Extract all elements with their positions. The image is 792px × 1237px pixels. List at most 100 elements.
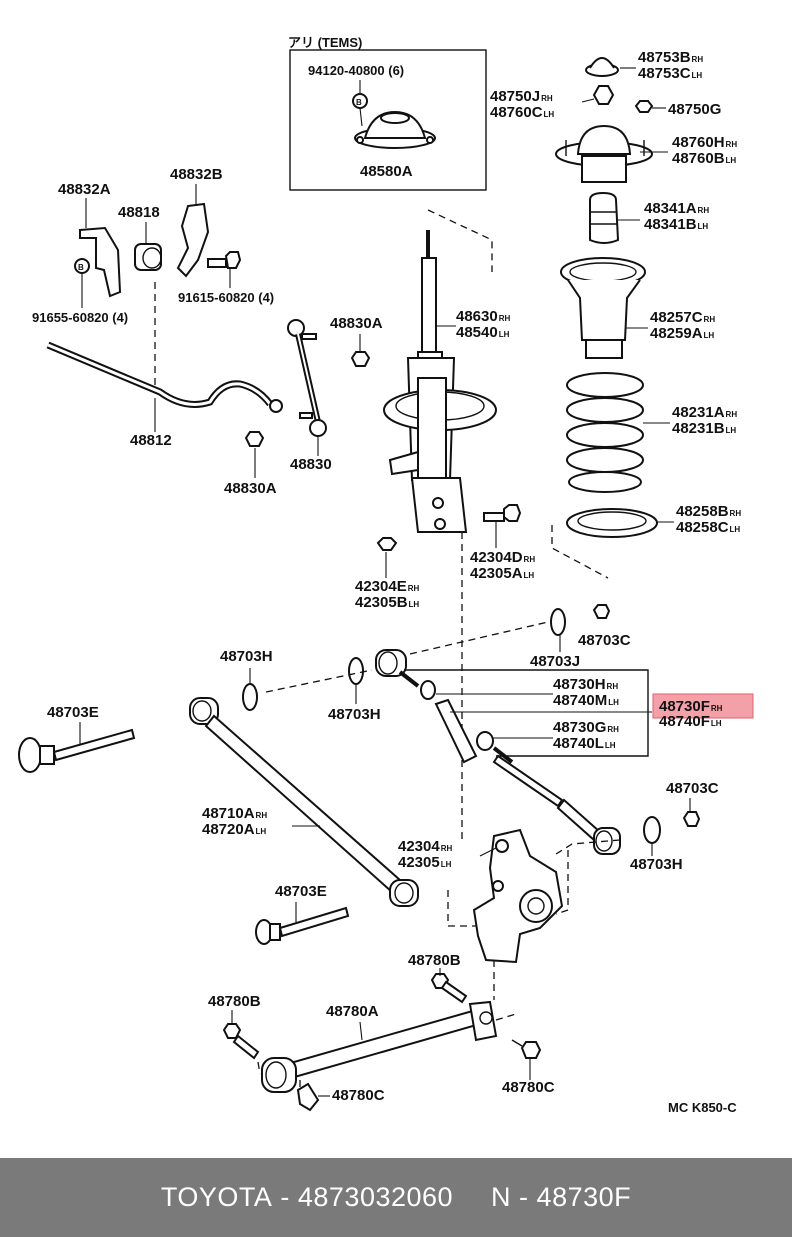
part-label-42305a: 42305ALH [470,565,534,582]
part-label-48259a: 48259ALH [650,325,714,342]
part-label-48703c-top: 48703C [578,632,631,649]
svg-text:B: B [78,263,84,272]
coil-spring [566,372,670,493]
part-label-48258c: 48258CLH [676,519,740,536]
highlighted-part-box [652,693,754,719]
side-marker: RH [256,811,268,820]
side-marker: RH [726,410,738,419]
part-label-48341a: 48341ARH [644,200,709,217]
part-label-48580a: 48580A [360,163,413,180]
part-label-42304e: 42304ERH [355,578,419,595]
part-label-91615: 91615-60820 (4) [178,290,274,305]
stabilizer-brackets: B [74,184,242,308]
side-marker: RH [607,682,619,691]
part-label-48703h-a: 48703H [220,648,273,665]
part-label-48630: 48630RH [456,308,510,325]
side-marker: LH [711,719,722,728]
part-label-48780b-l: 48780B [208,993,261,1010]
part-label-48703e-top: 48703E [47,704,99,721]
part-label-48740m: 48740MLH [553,692,619,709]
part-label-48703h-c: 48703H [630,856,683,873]
part-label-48780a: 48780A [326,1003,379,1020]
part-label-48760c: 48760CLH [490,104,554,121]
spring-seat [566,508,674,538]
side-marker: RH [524,555,536,564]
side-marker: LH [409,600,420,609]
part-label-48720a: 48720ALH [202,821,266,838]
part-label-48703e-bot: 48703E [275,883,327,900]
trailing-link [222,968,542,1112]
side-marker: LH [726,156,737,165]
dust-cover [560,257,648,359]
part-label-48830a-top: 48830A [330,315,383,332]
diagram-reference-code: MC K850-C [668,1100,737,1115]
part-label-48812: 48812 [130,432,172,449]
side-marker: LH [524,571,535,580]
side-marker: LH [730,525,741,534]
part-label-48703h-b: 48703H [328,706,381,723]
part-footer-bar: TOYOTA - 4873032060 N - 48730F [0,1158,792,1237]
part-label-48730g: 48730GRH [553,719,619,736]
full-part-number: 4873032060 [297,1182,454,1212]
footer-separator: - [511,1182,537,1212]
part-label-48753b: 48753BRH [638,49,703,66]
tems-box: アリ (TEMS) B [288,35,487,191]
part-label-42304: 42304RH [398,838,452,855]
stabilizer-bar [46,282,283,432]
part-label-42305b: 42305BLH [355,594,419,611]
side-marker: RH [698,206,710,215]
stabilizer-link [244,319,371,478]
lower-arm [189,697,419,907]
side-marker: RH [730,509,742,518]
part-number-labels: 94120-40800 (6)48580A48753BRH48753CLH487… [32,49,741,1104]
side-marker: LH [499,330,510,339]
shock-strut [383,230,497,533]
part-label-42305: 42305LH [398,854,452,871]
side-marker: LH [726,426,737,435]
part-label-42304d: 42304DRH [470,549,535,566]
part-label-48780c-r: 48780C [502,1079,555,1096]
part-label-48231b: 48231BLH [672,420,736,437]
upper-arm-rod [492,754,701,856]
part-label-48832a: 48832A [58,181,111,198]
part-label-48740f: 48740FLH [659,713,722,730]
upper-mount-stack [555,57,668,244]
axle-carrier [447,828,569,1000]
side-marker: RH [408,584,420,593]
part-label-48257c: 48257CRH [650,309,715,326]
part-label-48703c-bot: 48703C [666,780,719,797]
part-label-48710a: 48710ARH [202,805,267,822]
side-marker: LH [698,222,709,231]
part-label-48341b: 48341BLH [644,216,708,233]
part-label-48832b: 48832B [170,166,223,183]
part-label-48830a-bot: 48830A [224,480,277,497]
side-marker: LH [605,741,616,750]
part-label-48740l: 48740LLH [553,735,616,752]
part-label-48753c: 48753CLH [638,65,702,82]
part-label-48703j: 48703J [530,653,580,670]
side-marker: RH [441,844,453,853]
side-marker: RH [499,314,511,323]
upper-arm-bushings [375,649,652,764]
part-label-48750j: 48750JRH [490,88,553,105]
part-label-48750g: 48750G [668,101,721,118]
part-label-48780c-l: 48780C [332,1087,385,1104]
long-bolt-48703E-lower [255,902,350,945]
part-label-48780b-r: 48780B [408,952,461,969]
part-label-48760h: 48760HRH [672,134,737,151]
side-marker: RH [541,94,553,103]
part-label-48730h: 48730HRH [553,676,618,693]
brand-name: TOYOTA [160,1182,273,1212]
side-marker: RH [704,315,716,324]
short-part-number: 48730F [536,1182,632,1212]
suspension-parts-diagram: アリ (TEMS) B [18,35,754,1115]
long-bolt-48703E-upper [18,722,136,773]
side-marker: LH [544,110,555,119]
side-marker: RH [692,55,704,64]
side-marker: LH [608,698,619,707]
part-label-48730f: 48730FRH [659,698,723,715]
side-marker: RH [607,725,619,734]
strut-bolts [376,504,522,578]
part-label-48760b: 48760BLH [672,150,736,167]
part-label-48540: 48540LH [456,324,510,341]
